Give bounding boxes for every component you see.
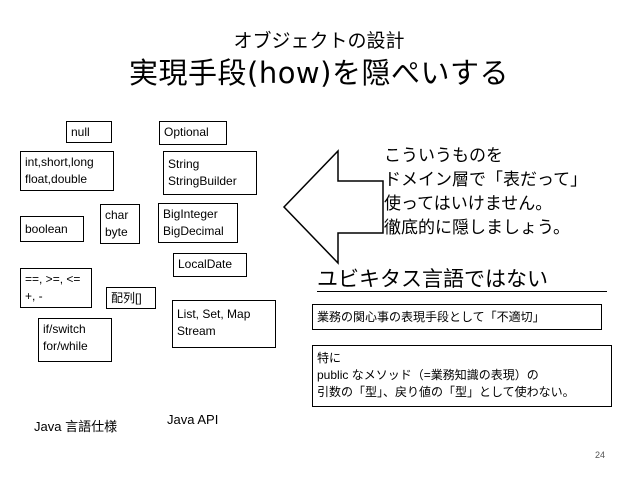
slide-subtitle: オブジェクトの設計 [233,30,405,52]
box-null: null [66,121,112,143]
box-operators: ==, >=, <= +, - [20,268,92,308]
box-collections: List, Set, Map Stream [172,300,276,348]
box-numeric-types: int,short,long float,double [20,151,114,191]
box-inappropriate: 業務の関心事の表現手段として「不適切」 [312,304,602,330]
box-localdate: LocalDate [173,253,247,277]
box-optional: Optional [159,121,227,145]
arrow-left-icon [282,149,384,265]
page-number: 24 [595,450,606,460]
box-control-flow: if/switch for/while [38,318,112,362]
box-array: 配列[] [106,287,156,309]
box-string: String StringBuilder [163,151,257,195]
headline-not-ubiquitous: ユビキタス言語ではない [317,267,548,291]
box-char-byte: char byte [100,204,140,244]
callout-note: こういうものを ドメイン層で「表だって」 使ってはいけません。 徹底的に隠しまし… [384,146,588,238]
box-bignumber: BigInteger BigDecimal [158,203,238,243]
caption-java-language-spec: Java 言語仕様 [34,419,118,434]
box-boolean: boolean [20,216,84,242]
box-public-method-rule: 特に public なメソッド（=業務知識の表現）の 引数の「型」、戻り値の「型… [312,345,612,407]
caption-java-api: Java API [167,412,219,427]
slide-title: 実現手段(how)を隠ぺいする [129,56,509,90]
headline-underline [317,291,607,292]
